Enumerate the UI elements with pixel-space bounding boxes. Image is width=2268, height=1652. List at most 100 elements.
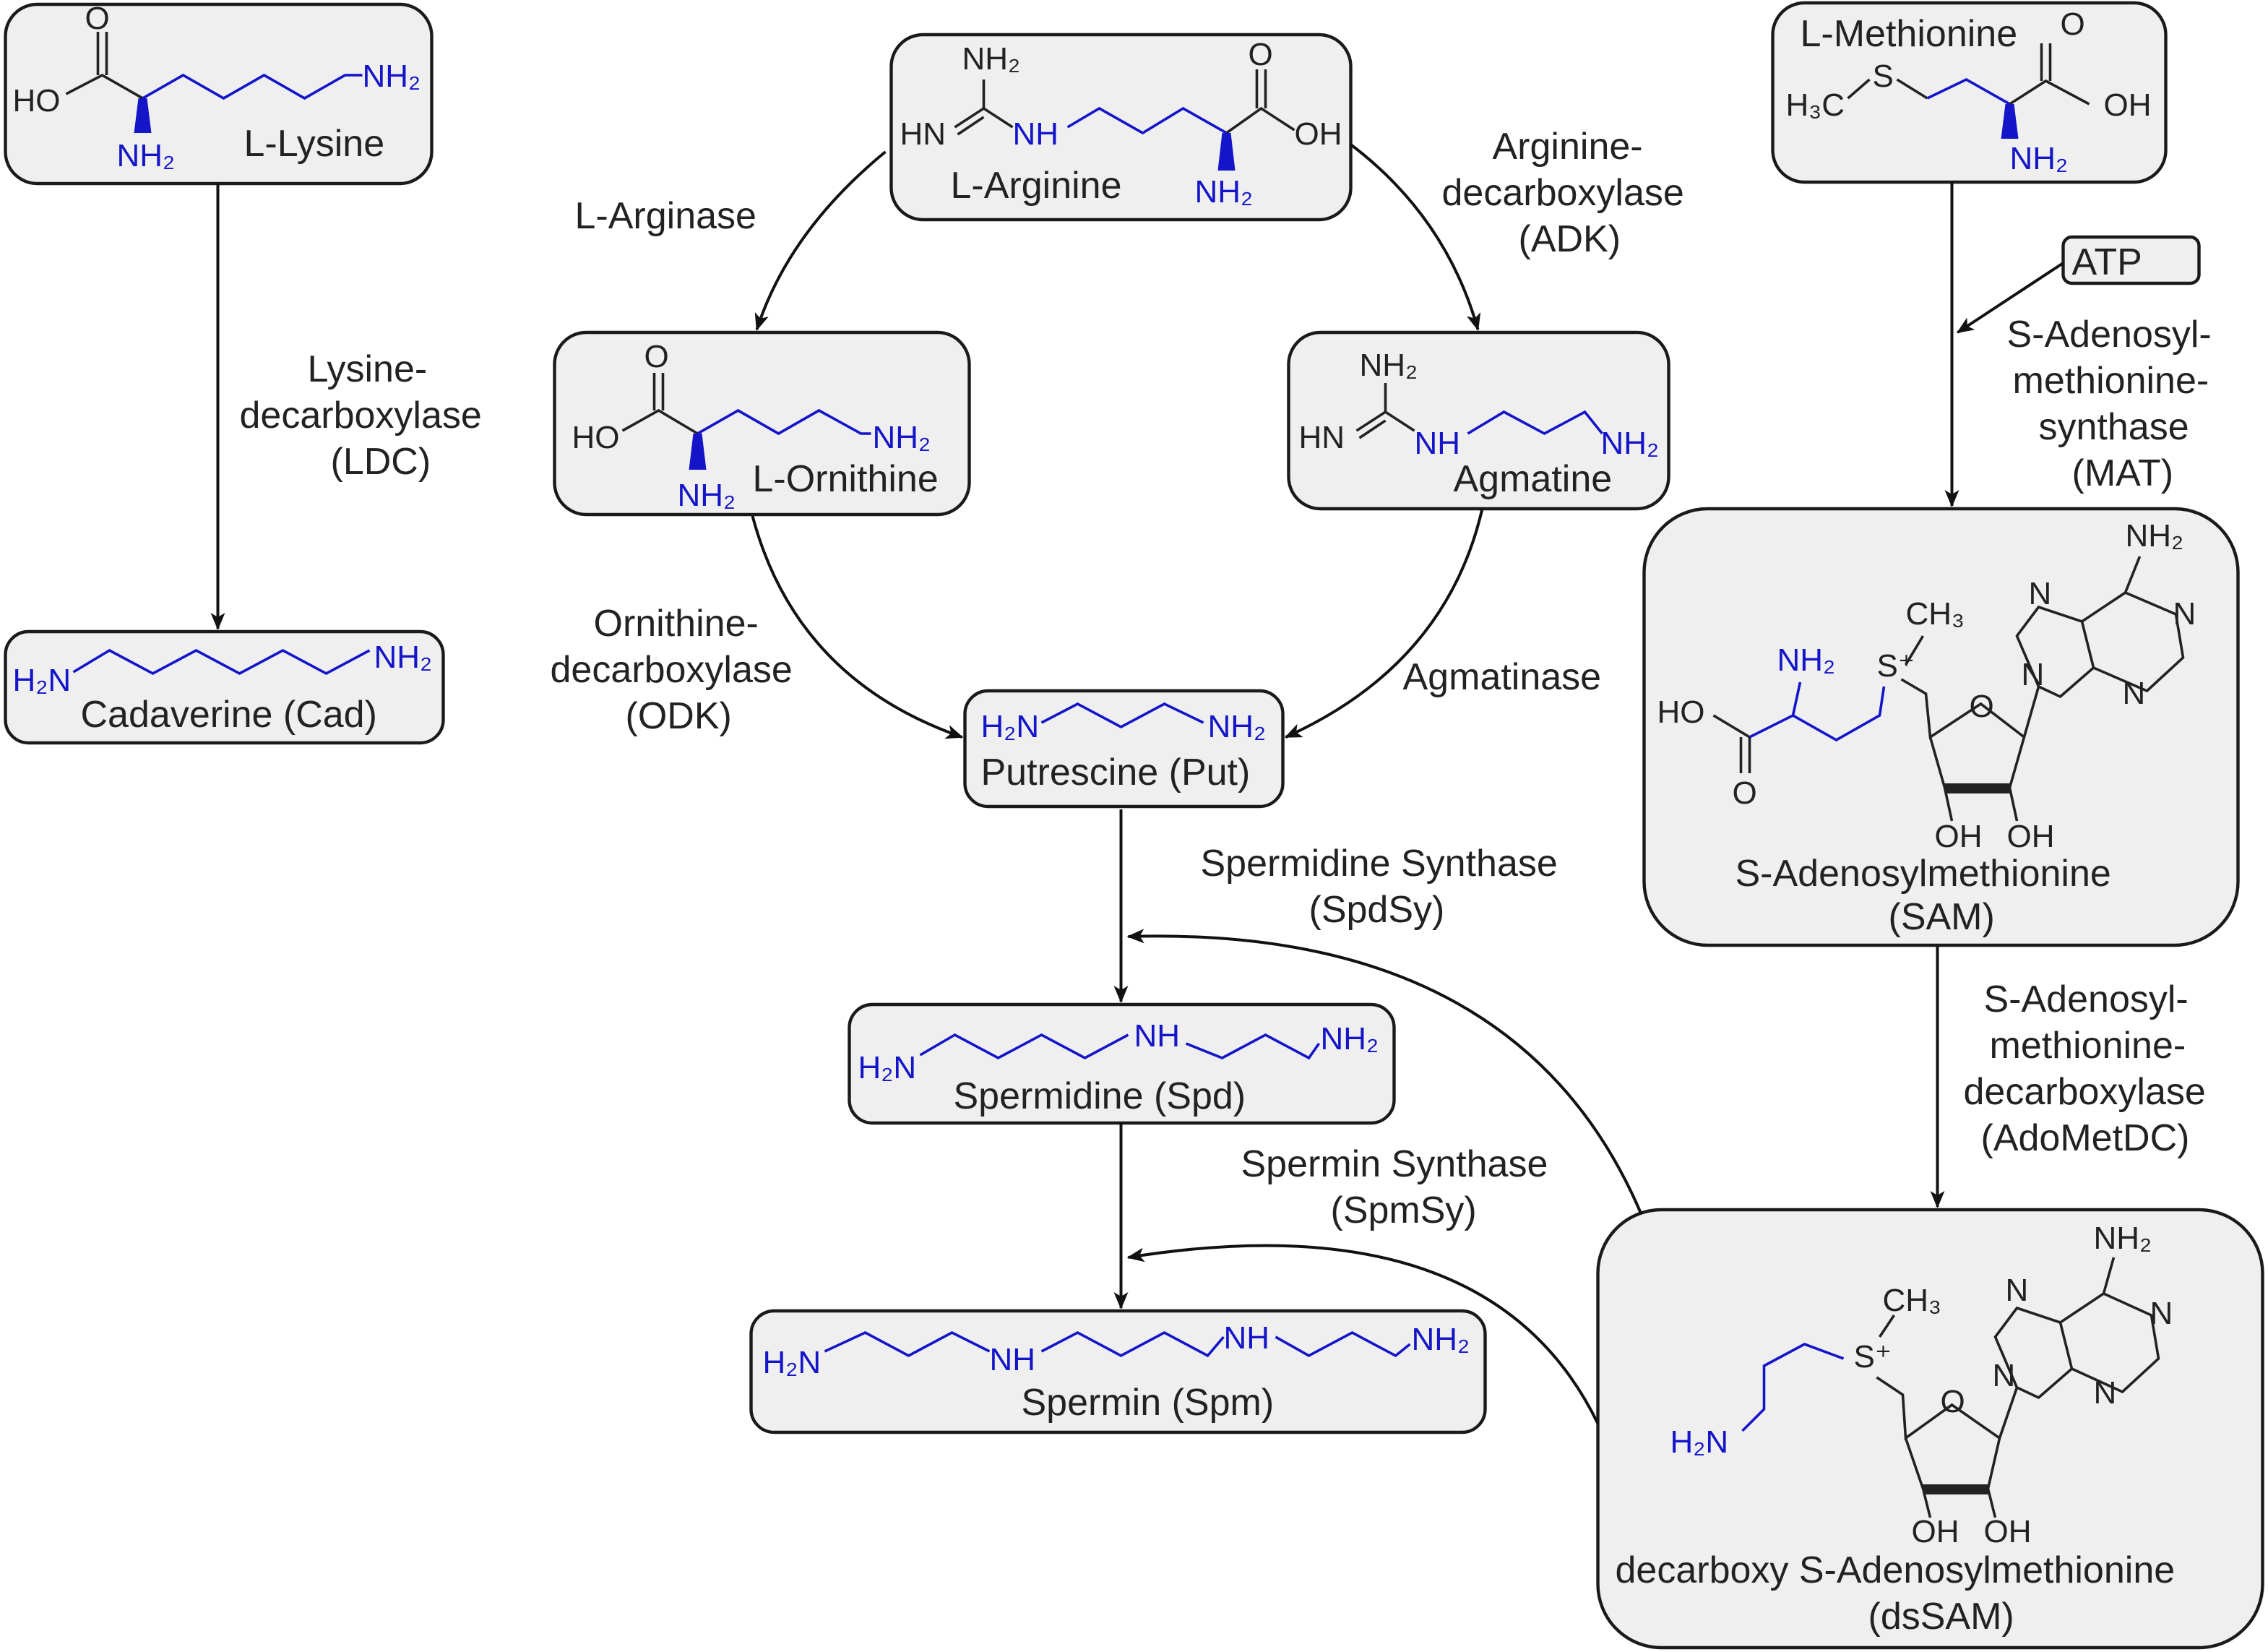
atom-label: NH₂ xyxy=(374,640,433,675)
arrow-dssam-spmsy xyxy=(1126,1244,1600,1424)
atom-label: NH₂ xyxy=(1195,174,1254,210)
enzyme-spdsy: Spermidine Synthase xyxy=(1201,843,1558,885)
atom-label: OH xyxy=(1295,116,1342,152)
atom-label: HO xyxy=(1657,694,1705,730)
structure-spermin: H₂N NH NH NH₂ Spermin (Spm) xyxy=(763,1320,1470,1424)
structure-agmatine: NH₂ HN NH NH₂ Agmatine xyxy=(1299,348,1660,500)
atom-label: HO xyxy=(13,83,61,119)
atom-label: O xyxy=(85,1,110,36)
enzyme-mat: methionine- xyxy=(2013,360,2209,402)
enzyme-mat: S-Adenosyl- xyxy=(2007,314,2212,356)
atom-label: O xyxy=(1941,1384,1965,1419)
compound-name: L-Arginine xyxy=(951,165,1122,207)
compound-name: L-Ornithine xyxy=(753,458,939,500)
atom-label: NH₂ xyxy=(1360,348,1418,383)
enzyme-mat: (MAT) xyxy=(2072,452,2174,494)
structure-lysine: HO O NH₂ NH₂ L-Lysine xyxy=(13,1,421,173)
enzyme-adometdc: S-Adenosyl- xyxy=(1984,978,2189,1020)
atom-label: H₂N xyxy=(1670,1424,1729,1460)
enzyme-agmatinase: Agmatinase xyxy=(1403,656,1602,698)
atom-label: HN xyxy=(900,116,947,152)
atom-label: H₂N xyxy=(858,1050,917,1085)
compound-name: Spermidine (Spd) xyxy=(954,1075,1246,1117)
atom-label: N xyxy=(2150,1296,2173,1331)
atom-label: CH₃ xyxy=(1906,596,1965,632)
atom-label: CH₃ xyxy=(1883,1283,1941,1318)
atom-label: N xyxy=(2123,676,2146,711)
atom-label: O xyxy=(2061,7,2085,42)
compound-name: Spermin (Spm) xyxy=(1022,1382,1275,1424)
compound-name: Putrescine (Put) xyxy=(981,752,1251,793)
atom-label: O xyxy=(644,339,669,374)
atom-label: O xyxy=(1970,689,1994,724)
atom-label: HO xyxy=(572,420,620,455)
structure-putrescine: H₂N NH₂ Putrescine (Put) xyxy=(981,702,1266,793)
enzyme-ldc: Lysine- xyxy=(308,348,428,390)
enzyme-ldc: (LDC) xyxy=(331,441,431,483)
enzyme-adk: (ADK) xyxy=(1519,218,1621,260)
atom-label: N xyxy=(2094,1375,2117,1411)
compound-name: Agmatine xyxy=(1454,458,1613,500)
enzyme-odk: (ODK) xyxy=(626,695,732,737)
atom-label: N xyxy=(2006,1273,2029,1308)
atom-label: OH xyxy=(1984,1514,2032,1549)
atom-label: HN xyxy=(1299,420,1345,455)
enzyme-adk: decarboxylase xyxy=(1442,172,1684,214)
atom-label: NH₂ xyxy=(1777,642,1836,678)
structure-cadaverine: H₂N NH₂ Cadaverine (Cad) xyxy=(13,640,433,736)
structure-methionine: L-Methionine O H₃C S OH NH₂ xyxy=(1786,7,2152,176)
structure-dssam: NH₂ N N N N CH₃ S⁺ H₂N O OH OH decarboxy… xyxy=(1616,1221,2176,1638)
atom-label: H₃C xyxy=(1786,87,1845,123)
arrow-atp xyxy=(1956,262,2064,334)
atom-label: NH₂ xyxy=(2010,141,2069,176)
atom-label: NH₂ xyxy=(117,138,176,173)
atom-label: NH₂ xyxy=(1412,1322,1470,1357)
box-agmatine xyxy=(1287,330,1670,511)
atom-label: NH₂ xyxy=(1321,1021,1379,1057)
enzyme-adometdc: methionine- xyxy=(1990,1025,2186,1067)
atom-label: O xyxy=(1733,775,1757,811)
atom-label: N xyxy=(2173,596,2196,632)
enzyme-adk: Arginine- xyxy=(1493,126,1643,168)
arrow-ornithine-putrescine xyxy=(751,515,964,739)
structure-spermidine: H₂N NH NH₂ Spermidine (Spd) xyxy=(858,1018,1379,1117)
atom-label: NH xyxy=(1224,1320,1270,1356)
atom-label: S⁺ xyxy=(1854,1339,1892,1374)
atp-label: ATP xyxy=(2072,241,2142,283)
arrow-agmatine-putrescine xyxy=(1284,508,1484,739)
box-arginine xyxy=(889,33,1353,222)
compound-name: S-Adenosylmethionine xyxy=(1736,853,2111,895)
compound-name: decarboxy S-Adenosylmethionine xyxy=(1616,1549,2176,1591)
atom-label: NH₂ xyxy=(1601,426,1660,461)
atom-label: N xyxy=(1993,1358,2016,1393)
atom-label: NH xyxy=(1415,426,1461,461)
box-methionine xyxy=(1771,1,2168,184)
box-dssam xyxy=(1596,1208,2264,1650)
structure-ornithine: O HO NH₂ NH₂ L-Ornithine xyxy=(572,339,939,513)
atom-label: O xyxy=(1249,37,1273,72)
arrow-arginine-agmatine xyxy=(1350,143,1481,331)
atom-label: S xyxy=(1873,59,1894,94)
atom-label: NH₂ xyxy=(2126,518,2184,554)
arrow-dssam-spdsy xyxy=(1126,929,1643,1215)
atom-label: NH₂ xyxy=(363,59,421,94)
compound-name: L-Lysine xyxy=(244,123,385,165)
atom-label: H₂N xyxy=(981,709,1040,744)
enzyme-labels: L-Arginase Arginine- decarboxylase (ADK)… xyxy=(240,126,2212,1231)
arrow-arginine-ornithine xyxy=(754,150,887,331)
compound-abbreviation: (dsSAM) xyxy=(1868,1596,2014,1638)
atom-label: OH xyxy=(2007,819,2055,854)
enzyme-spdsy: (SpdSy) xyxy=(1309,889,1445,931)
atom-label: NH₂ xyxy=(962,41,1021,77)
box-cadaverine xyxy=(4,629,445,745)
enzyme-spmsy: (SpmSy) xyxy=(1331,1189,1477,1231)
enzyme-ldc: decarboxylase xyxy=(240,395,482,436)
atom-label: NH₂ xyxy=(678,478,736,513)
enzyme-odk: decarboxylase xyxy=(551,649,793,691)
atom-label: H₂N xyxy=(763,1345,822,1380)
atom-label: NH xyxy=(990,1342,1036,1377)
compound-name: L-Methionine xyxy=(1801,13,2018,55)
atom-label: OH xyxy=(1912,1514,1959,1549)
atom-label: NH xyxy=(1013,116,1059,152)
